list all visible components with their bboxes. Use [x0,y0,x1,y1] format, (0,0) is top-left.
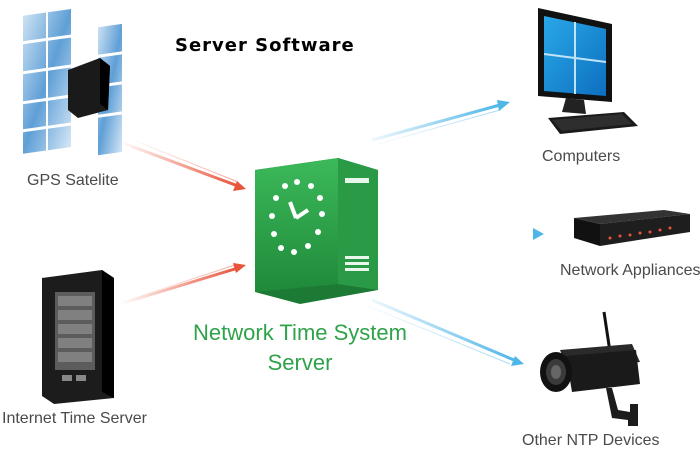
gps-satellite-label: GPS Satelite [27,172,119,189]
network-time-system-server-label: Network Time System Server [190,318,410,378]
network-appliances-label: Network Appliances [560,262,700,279]
computer-monitor-icon [538,8,638,134]
arrow-server-to-appliances [392,228,544,240]
internet-time-server-label: Internet Time Server [2,410,147,427]
inbound-arrows [119,137,246,306]
time-server-icon [255,158,378,304]
other-ntp-devices-label: Other NTP Devices [522,432,660,449]
computers-label: Computers [542,148,621,165]
clock-icon [269,179,325,255]
gps-satellite-icon [21,6,124,158]
center-label-line2: Server [267,350,333,375]
center-label-line1: Network Time System [193,320,407,345]
arrow-gps-to-server [119,137,246,191]
server-rack-icon [42,270,114,404]
network-appliance-icon [574,210,690,246]
arrow-server-to-ntp-devices [367,298,524,366]
security-camera-icon [540,311,640,426]
arrow-server-to-computers [371,100,510,145]
outbound-arrows [367,100,544,366]
diagram-title: Server Software [175,35,355,56]
arrow-internet-to-server [119,263,246,306]
